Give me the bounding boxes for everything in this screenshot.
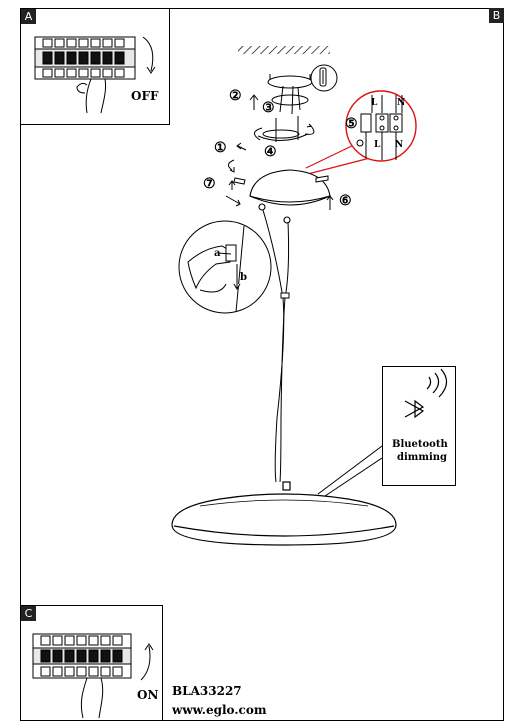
step-6-label: ⑥ xyxy=(339,193,352,209)
terminal-neutral-label: N xyxy=(397,98,406,108)
detail-a-label: a xyxy=(214,248,221,259)
mounting-bracket xyxy=(257,74,313,142)
panel-c-tag: C xyxy=(21,606,36,621)
switch-on-label: ON xyxy=(137,688,159,702)
terminal-neutral-label-lower: N xyxy=(395,140,404,150)
panel-a-switch-off: A xyxy=(20,8,170,125)
step-5-label: ⑤ xyxy=(345,116,358,132)
terminal-live-label: L xyxy=(371,98,378,108)
lamp-diffuser xyxy=(171,481,397,546)
bluetooth-callout-lines xyxy=(317,445,383,499)
bluetooth-label-line1: Bluetooth xyxy=(392,439,448,450)
step-4-label: ④ xyxy=(264,144,277,160)
model-number: BLA33227 xyxy=(172,684,242,698)
panel-c-switch-on: C xyxy=(20,605,163,721)
callout-wiring-lines xyxy=(299,141,371,177)
panel-a-tag: A xyxy=(21,9,36,24)
breaker-on-illustration xyxy=(32,633,154,719)
step-1-label: ① xyxy=(214,140,227,156)
bluetooth-callout-box: Bluetooth dimming xyxy=(382,366,456,486)
bluetooth-icon xyxy=(404,368,448,419)
canopy-screws xyxy=(233,175,329,185)
terminal-block-detail xyxy=(345,90,417,162)
step-arrows xyxy=(225,94,334,210)
screwdriver-inset-icon xyxy=(310,64,338,92)
switch-off-label: OFF xyxy=(131,89,159,103)
terminal-live-label-lower: L xyxy=(374,140,381,150)
ceiling-hatch xyxy=(238,46,330,54)
step-2-label: ② xyxy=(229,88,242,104)
step-3-label: ③ xyxy=(262,100,275,116)
website-url: www.eglo.com xyxy=(172,703,267,717)
cable-grip-detail xyxy=(178,220,272,314)
breaker-off-illustration xyxy=(34,36,156,114)
canopy xyxy=(249,169,331,224)
bluetooth-label-line2: dimming xyxy=(397,452,448,463)
page-border xyxy=(20,8,504,721)
panel-b-tag: B xyxy=(489,8,504,23)
detail-b-label: b xyxy=(240,272,247,283)
suspension-cables xyxy=(262,209,290,483)
step-7-label: ⑦ xyxy=(203,176,216,192)
